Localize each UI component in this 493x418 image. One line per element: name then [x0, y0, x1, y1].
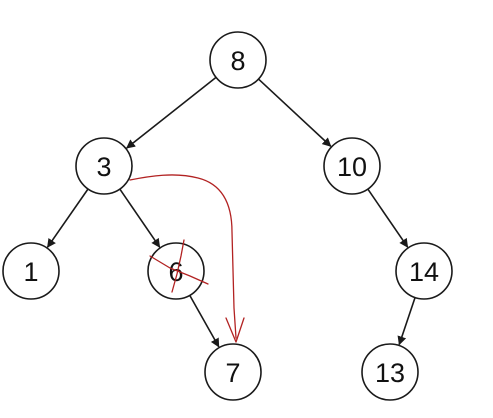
- node-label: 14: [409, 257, 439, 287]
- tree-edge-arrow: [367, 188, 409, 248]
- node-label: 3: [96, 152, 111, 182]
- node-circle: [204, 343, 262, 401]
- tree-edge-arrow: [257, 78, 332, 147]
- node-circle: [361, 343, 419, 401]
- edges-layer: [46, 76, 416, 348]
- tree-node-8: 8: [209, 31, 267, 89]
- node-label: 8: [230, 46, 245, 76]
- annotation-redirect-layer: [129, 174, 245, 343]
- redirect-pointer-curve: [129, 174, 237, 339]
- node-circle: [75, 137, 133, 195]
- node-circle: [209, 31, 267, 89]
- nodes-layer: 8 3 10 1 6 14 7 13: [2, 31, 453, 401]
- redirect-pointer-arrowhead: [225, 317, 245, 343]
- tree-edge-arrow: [397, 297, 416, 346]
- tree-node-3: 3: [75, 137, 133, 195]
- annotation-cross-out-layer: [149, 239, 209, 293]
- cross-out-stroke: [171, 239, 185, 293]
- tree-edge-arrow: [46, 188, 89, 248]
- tree-node-14: 14: [395, 242, 453, 300]
- tree-edge-arrow: [126, 76, 217, 149]
- node-label: 7: [225, 358, 240, 388]
- node-circle: [395, 242, 453, 300]
- tree-edge-arrow: [189, 294, 220, 348]
- cross-out-stroke: [149, 255, 209, 285]
- node-circle: [2, 242, 60, 300]
- node-label: 13: [375, 358, 405, 388]
- node-label: 1: [23, 257, 38, 287]
- tree-node-1: 1: [2, 242, 60, 300]
- tree-node-7: 7: [204, 343, 262, 401]
- node-label: 10: [337, 152, 367, 182]
- tree-node-13: 13: [361, 343, 419, 401]
- tree-edge-arrow: [119, 188, 161, 248]
- node-circle: [323, 137, 381, 195]
- tree-node-10: 10: [323, 137, 381, 195]
